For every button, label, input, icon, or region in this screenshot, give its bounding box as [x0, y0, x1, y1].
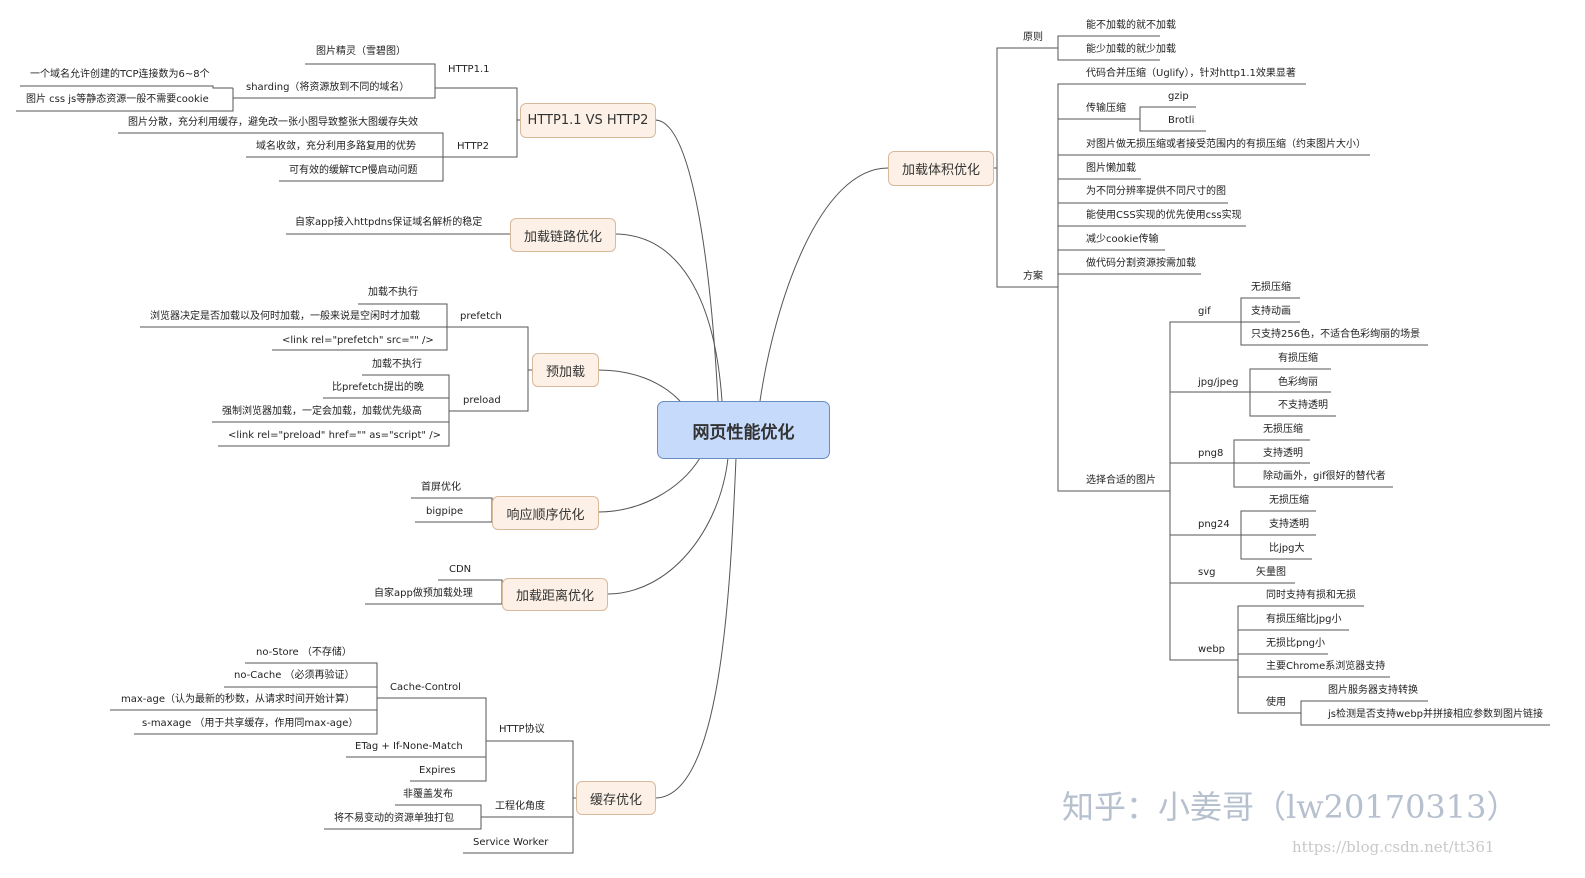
label-cdn[interactable]: CDN	[449, 564, 472, 575]
label-pf2[interactable]: 浏览器决定是否加载以及何时加载，一般来说是空闲时才加载	[150, 311, 420, 322]
label-s2[interactable]: 传输压缩	[1086, 103, 1126, 114]
label-p2[interactable]: 能少加载的就少加载	[1086, 44, 1176, 55]
label-h2a[interactable]: 图片分散，充分利用缓存，避免改一张小图导致整张大图缓存失效	[128, 117, 418, 128]
label-gif3[interactable]: 只支持256色，不适合色彩绚丽的场景	[1251, 329, 1421, 340]
topic-distance[interactable]: 加载距离优化	[502, 578, 608, 611]
label-sprite[interactable]: 图片精灵（雪碧图）	[316, 46, 406, 57]
label-pl4[interactable]: <link rel="preload" href="" as="script" …	[228, 430, 441, 441]
label-use[interactable]: 使用	[1266, 697, 1286, 708]
label-pf1[interactable]: 加载不执行	[368, 287, 418, 298]
label-png83[interactable]: 除动画外，gif很好的替代者	[1263, 471, 1386, 482]
label-eng[interactable]: 工程化角度	[495, 801, 545, 812]
label-h2b[interactable]: 域名收敛，充分利用多路复用的优势	[256, 141, 416, 152]
label-jpg2[interactable]: 色彩绚丽	[1278, 377, 1318, 388]
label-cachecontrol[interactable]: Cache-Control	[390, 682, 461, 693]
label-wp3[interactable]: 无损比png小	[1266, 638, 1326, 649]
label-cookie[interactable]: 图片 css js等静态资源一般不需要cookie	[26, 94, 209, 105]
label-etag[interactable]: ETag + If-None-Match	[355, 741, 463, 752]
label-png242[interactable]: 支持透明	[1269, 519, 1309, 530]
label-s6[interactable]: 能使用CSS实现的优先使用css实现	[1086, 210, 1242, 221]
label-prefetch[interactable]: prefetch	[460, 311, 502, 322]
label-svg1[interactable]: 矢量图	[1256, 567, 1286, 578]
label-png24[interactable]: png24	[1198, 519, 1230, 530]
label-appload[interactable]: 自家app做预加载处理	[374, 588, 473, 599]
label-gif2[interactable]: 支持动画	[1251, 306, 1291, 317]
label-jpg1[interactable]: 有损压缩	[1278, 353, 1318, 364]
topic-order[interactable]: 响应顺序优化	[492, 496, 599, 530]
topic-cache[interactable]: 缓存优化	[576, 781, 656, 815]
central-topic[interactable]: 网页性能优化	[657, 401, 830, 459]
label-p1[interactable]: 能不加载的就不加载	[1086, 20, 1176, 31]
label-sw[interactable]: Service Worker	[473, 837, 549, 848]
label-png241[interactable]: 无损压缩	[1269, 495, 1309, 506]
topic-preload[interactable]: 预加载	[532, 353, 599, 387]
label-jpg3[interactable]: 不支持透明	[1278, 400, 1328, 411]
watermark-text: 知乎：小姜哥（lw20170313）	[1062, 788, 1519, 826]
label-httpproto[interactable]: HTTP协议	[499, 724, 545, 735]
label-principle[interactable]: 原则	[1023, 32, 1043, 43]
label-png8[interactable]: png8	[1198, 448, 1224, 459]
label-png81[interactable]: 无损压缩	[1263, 424, 1303, 435]
label-plan[interactable]: 方案	[1023, 271, 1043, 282]
topic-link[interactable]: 加载链路优化	[510, 218, 616, 252]
label-s3[interactable]: 对图片做无损压缩或者接受范围内的有损压缩（约束图片大小）	[1086, 139, 1366, 150]
label-use2[interactable]: js检测是否支持webp并拼接相应参数到图片链接	[1328, 709, 1544, 720]
label-h2c[interactable]: 可有效的缓解TCP慢启动问题	[289, 165, 418, 176]
label-webp[interactable]: webp	[1198, 644, 1226, 655]
label-sharding[interactable]: sharding（将资源放到不同的域名）	[246, 82, 410, 93]
label-httpdns[interactable]: 自家app接入httpdns保证域名解析的稳定	[295, 217, 483, 228]
label-s1[interactable]: 代码合并压缩（Uglify），针对http1.1效果显著	[1086, 68, 1296, 79]
label-nocache[interactable]: no-Cache （必须再验证）	[234, 670, 355, 681]
label-s5[interactable]: 为不同分辨率提供不同尺寸的图	[1086, 186, 1226, 197]
label-s7[interactable]: 减少cookie传输	[1086, 234, 1159, 245]
label-expires[interactable]: Expires	[419, 765, 456, 776]
label-pl3[interactable]: 强制浏览器加载，一定会加载，加载优先级高	[222, 406, 422, 417]
label-gif[interactable]: gif	[1198, 306, 1211, 317]
label-tcp[interactable]: 一个域名允许创建的TCP连接数为6~8个	[30, 69, 210, 80]
label-bigpipe[interactable]: bigpipe	[426, 506, 464, 517]
label-png82[interactable]: 支持透明	[1263, 448, 1303, 459]
watermark-url: https://blog.csdn.net/tt361	[1292, 838, 1495, 856]
label-jpg[interactable]: jpg/jpeg	[1198, 377, 1239, 388]
label-s4[interactable]: 图片懒加载	[1086, 163, 1136, 174]
label-separate[interactable]: 将不易变动的资源单独打包	[334, 813, 454, 824]
label-png243[interactable]: 比jpg大	[1269, 543, 1305, 554]
label-pl1[interactable]: 加载不执行	[372, 359, 422, 370]
label-svg[interactable]: svg	[1198, 567, 1216, 578]
topic-http[interactable]: HTTP1.1 VS HTTP2	[520, 103, 656, 138]
label-brotli[interactable]: Brotli	[1168, 115, 1195, 126]
label-nostore[interactable]: no-Store （不存储）	[256, 647, 352, 658]
label-pl2[interactable]: 比prefetch提出的晚	[332, 382, 424, 393]
label-s9[interactable]: 选择合适的图片	[1086, 475, 1156, 486]
topic-volume[interactable]: 加载体积优化	[888, 151, 994, 186]
label-firstscreen[interactable]: 首屏优化	[421, 482, 461, 493]
label-nooverride[interactable]: 非覆盖发布	[403, 789, 453, 800]
label-preload[interactable]: preload	[463, 395, 501, 406]
label-smaxage[interactable]: s-maxage （用于共享缓存，作用同max-age）	[142, 718, 359, 729]
label-gzip[interactable]: gzip	[1168, 91, 1189, 102]
label-pf3[interactable]: <link rel="prefetch" src="" />	[282, 335, 434, 346]
label-gif1[interactable]: 无损压缩	[1251, 282, 1291, 293]
label-s8[interactable]: 做代码分割资源按需加载	[1086, 258, 1196, 269]
label-wp1[interactable]: 同时支持有损和无损	[1266, 590, 1356, 601]
label-maxage[interactable]: max-age（认为最新的秒数，从请求时间开始计算）	[121, 694, 356, 705]
label-wp4[interactable]: 主要Chrome系浏览器支持	[1266, 661, 1386, 672]
label-http2[interactable]: HTTP2	[457, 141, 489, 152]
label-http11[interactable]: HTTP1.1	[448, 64, 490, 75]
label-wp2[interactable]: 有损压缩比jpg小	[1266, 614, 1342, 625]
label-use1[interactable]: 图片服务器支持转换	[1328, 685, 1418, 696]
